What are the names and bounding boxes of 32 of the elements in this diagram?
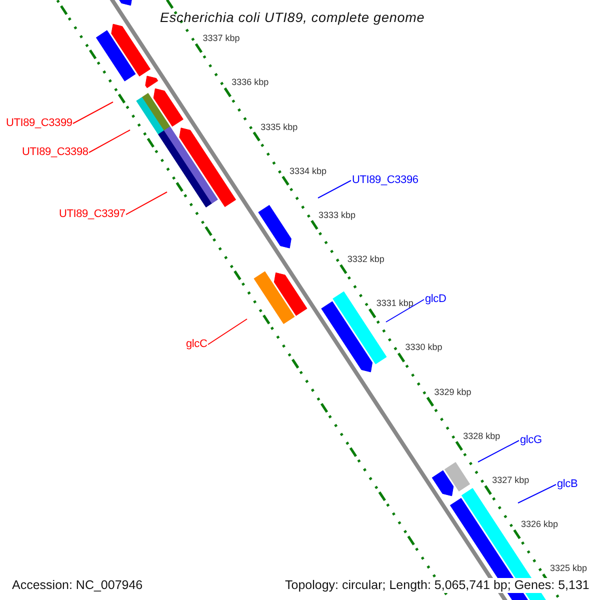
scale-label: 3328 kbp	[463, 432, 500, 441]
leader-line	[318, 180, 352, 198]
gene-label: UTI89_C3399	[6, 118, 72, 129]
leader-line	[88, 130, 130, 153]
scale-label: 3326 kbp	[521, 520, 558, 530]
scale-label: 3335 kbp	[260, 122, 298, 132]
leader-line	[478, 440, 520, 462]
footer-text: Accession: NC_007946	[10, 578, 145, 592]
gene-label: UTI89_C3396	[352, 175, 418, 186]
gene-label: UTI89_C3397	[59, 209, 126, 220]
scale-label: 3329 kbp	[434, 388, 472, 397]
title: Escherichia coli UTI89, complete genome	[160, 11, 425, 24]
scale-label: 3331 kbp	[376, 299, 414, 308]
scale-label: 3332 kbp	[347, 255, 384, 264]
scale-label: 3336 kbp	[232, 78, 269, 88]
scale-label: 3334 kbp	[290, 166, 327, 176]
gene-label: glcG	[520, 435, 542, 446]
scale-label: 3333 kbp	[318, 210, 356, 220]
scale-label: 3330 kbp	[405, 343, 442, 352]
leader-line	[126, 192, 168, 215]
gene-label: glcC	[186, 339, 208, 350]
scale-label: 3337 kbp	[202, 34, 240, 44]
footer-text: Topology: circular; Length: 5,065,741 bp; Genes: 5,131	[283, 578, 592, 592]
gene-label: glcB	[557, 479, 578, 490]
scale-label: 3327 kbp	[492, 476, 530, 486]
leader-line	[72, 102, 114, 124]
gene-label: glcD	[425, 294, 446, 305]
leader-line	[386, 299, 424, 322]
scale-label: 3325 kbp	[550, 564, 587, 574]
leader-line	[518, 484, 556, 504]
gene-label: UTI89_C3398	[22, 147, 88, 158]
leader-line	[208, 318, 248, 345]
